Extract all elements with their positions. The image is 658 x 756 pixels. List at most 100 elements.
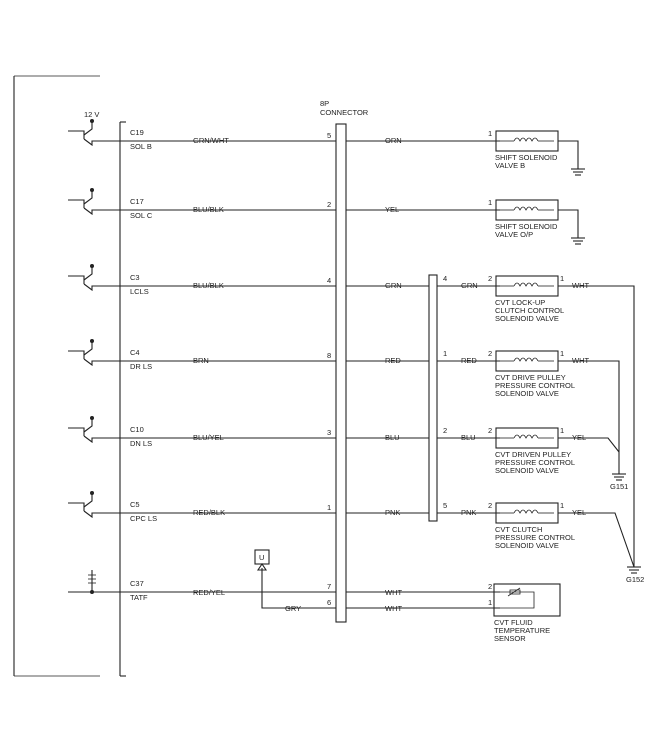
terminal-id: C4 [130, 348, 140, 357]
component-pin-in: 1 [488, 129, 492, 138]
connector-8p: 8P CONNECTOR [320, 99, 369, 623]
connector-pin: 2 [327, 200, 331, 209]
tatf-comp-line2: TEMPERATURE [494, 626, 550, 635]
wire-in-color: BLU/BLK [193, 205, 224, 214]
junction-wire-color: RED [461, 356, 477, 365]
tatf-wire-in-color: RED/YEL [193, 588, 225, 597]
coil-icon [500, 137, 554, 142]
junction-wire-color: BLU [461, 433, 476, 442]
transistor-switch-icon [68, 188, 120, 216]
control-module-outline [13, 75, 126, 677]
terminal-id: C5 [130, 500, 140, 509]
component-pin-in: 2 [488, 274, 492, 283]
arrow-icon [256, 563, 268, 571]
temperature-sensor-body [493, 583, 561, 617]
ground-g152-label: G152 [626, 575, 644, 584]
connector-name-line2: CONNECTOR [320, 108, 369, 117]
tatf-comp-line1: CVT FLUID [494, 618, 533, 627]
component-name-line: SOLENOID VALVE [495, 389, 559, 398]
signal-label: SOL B [130, 142, 152, 151]
tatf-return-wire [261, 568, 336, 609]
ground-wire-color: WHT [572, 281, 589, 290]
component-name-line: CVT DRIVE PULLEY [495, 373, 566, 382]
wire-in-color: BLU/YEL [193, 433, 224, 442]
chassis-ground-icon [558, 140, 585, 176]
connector-body [335, 123, 347, 623]
signal-label: DN LS [130, 439, 152, 448]
terminal-id: C10 [130, 425, 144, 434]
wire-out-color: YEL [385, 205, 399, 214]
terminal-id: C19 [130, 128, 144, 137]
junction-wire-color: PNK [461, 508, 476, 517]
ground-g152-icon [627, 566, 641, 574]
transistor-switch-icon [68, 491, 120, 519]
tatf-pin-a: 7 [327, 582, 331, 591]
connector-pin: 3 [327, 428, 331, 437]
wire-out-color: GRN [385, 281, 402, 290]
junction-pin: 4 [443, 274, 447, 283]
component-pin-in: 1 [488, 198, 492, 207]
component-name-line: CVT DRIVEN PULLEY [495, 450, 571, 459]
junction-pin: 2 [443, 426, 447, 435]
wire-in-color: BLU/BLK [193, 281, 224, 290]
junction-pin: 1 [443, 349, 447, 358]
tatf-pin-b: 6 [327, 598, 331, 607]
component-pin-out: 1 [560, 501, 564, 510]
coil-icon [500, 434, 554, 439]
thermistor-input-icon [68, 570, 120, 594]
junction-wire-color: GRN [461, 281, 478, 290]
component-pin-out: 1 [560, 349, 564, 358]
ground-wire-color: YEL [572, 508, 586, 517]
terminal-id: C3 [130, 273, 140, 282]
component-name-line: SHIFT SOLENOID [495, 153, 558, 162]
ground-g151-icon [612, 473, 626, 481]
tatf-comp-line3: SENSOR [494, 634, 526, 643]
transistor-switch-icon [68, 339, 120, 367]
coil-icon [500, 282, 554, 287]
component-name-line: SOLENOID VALVE [495, 314, 559, 323]
tatf-circuit: C37 TATF RED/YEL 7 6 GRY U WHT WHT 2 1 C… [68, 549, 561, 643]
coil-icon [500, 206, 554, 211]
ground-wire-color: WHT [572, 356, 589, 365]
wire-out-color: RED [385, 356, 401, 365]
connector-pin: 5 [327, 131, 331, 140]
tatf-label: TATF [130, 593, 148, 602]
component-pin-in: 2 [488, 426, 492, 435]
component-name-line: CVT CLUTCH [495, 525, 542, 534]
junction-pin: 5 [443, 501, 447, 510]
ground-g151-label: G151 [610, 482, 628, 491]
connector-pin: 8 [327, 351, 331, 360]
component-pin-out: 1 [560, 274, 564, 283]
component-pin-out: 1 [560, 426, 564, 435]
wire-in-color: BRN [193, 356, 209, 365]
component-name-line: SHIFT SOLENOID [495, 222, 558, 231]
component-name-line: PRESSURE CONTROL [495, 381, 575, 390]
transistor-switch-icon [68, 119, 120, 147]
wire-in-color: RED/BLK [193, 508, 225, 517]
signal-label: CPC LS [130, 514, 157, 523]
component-name-line: VALVE O/P [495, 230, 533, 239]
component-name-line: PRESSURE CONTROL [495, 533, 575, 542]
signal-label: DR LS [130, 362, 152, 371]
wire-out-color: ORN [385, 136, 402, 145]
wire-in-color: GRN/WHT [193, 136, 229, 145]
coil-icon [500, 509, 554, 514]
component-pin-in: 2 [488, 501, 492, 510]
component-name-line: SOLENOID VALVE [495, 541, 559, 550]
ground-returns: G151 G152 [596, 285, 644, 584]
component-name-line: PRESSURE CONTROL [495, 458, 575, 467]
tatf-comp-pin-b: 1 [488, 598, 492, 607]
transistor-switch-icon [68, 416, 120, 444]
wire-out-color: BLU [385, 433, 400, 442]
connector-name-line1: 8P [320, 99, 329, 108]
connector-pin: 4 [327, 276, 331, 285]
tatf-wire-b-color: WHT [385, 604, 402, 613]
